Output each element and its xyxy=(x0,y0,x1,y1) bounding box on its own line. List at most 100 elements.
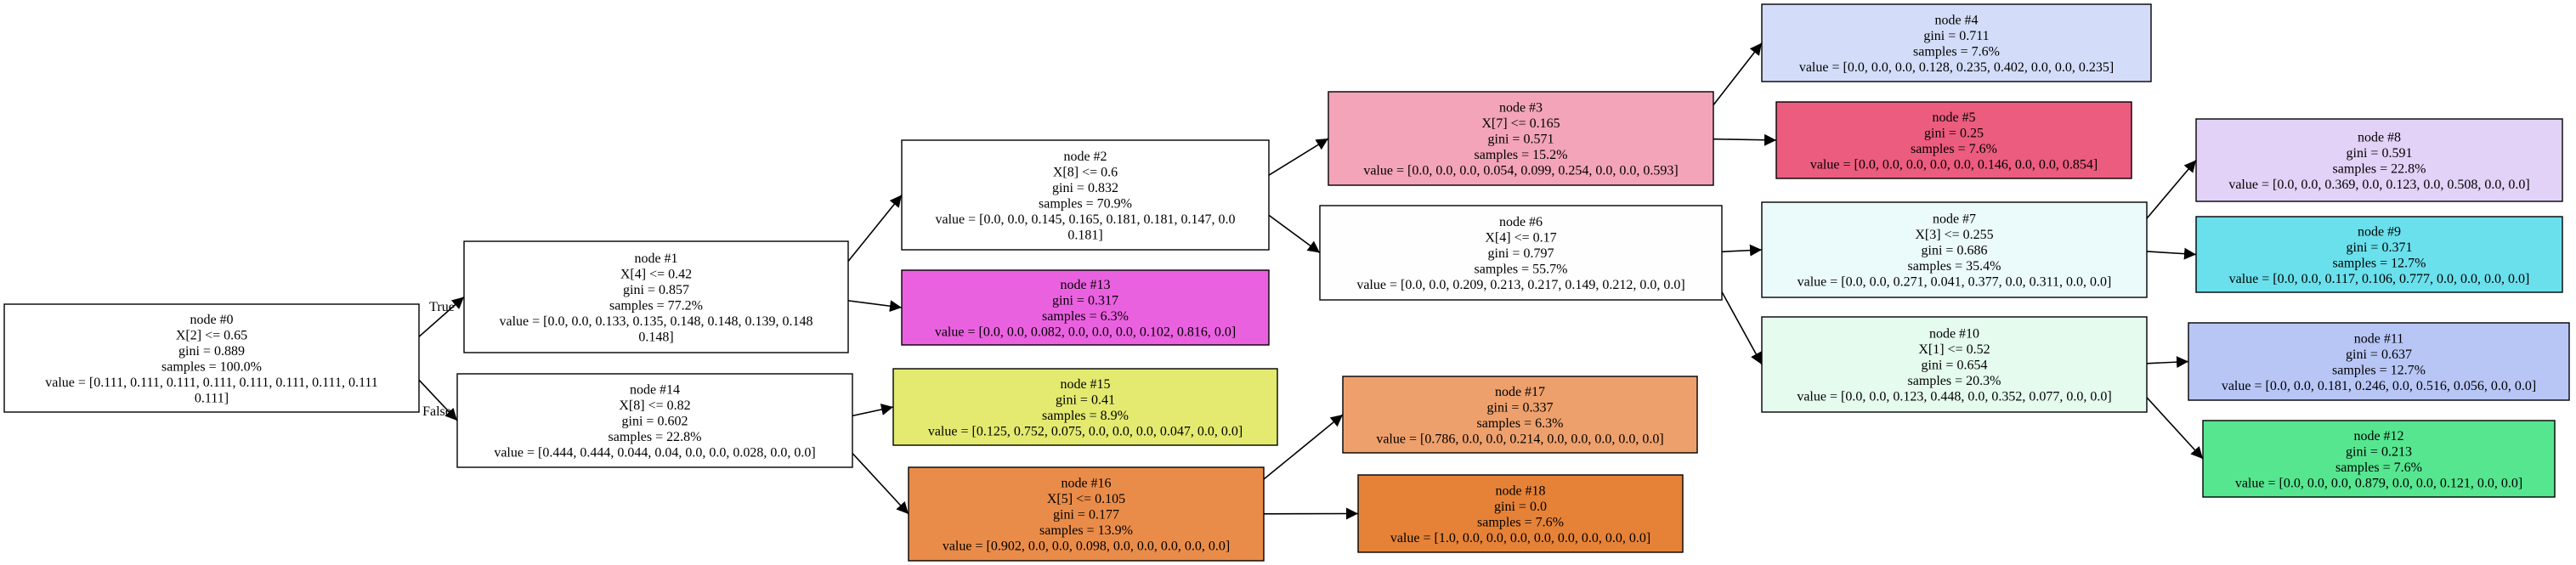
node-text-line: samples = 100.0% xyxy=(161,359,262,374)
node-text-line: samples = 70.9% xyxy=(1039,196,1132,211)
edge-6-10 xyxy=(1721,291,1763,365)
edge-2-6 xyxy=(1268,214,1321,254)
node-text-line: node #0 xyxy=(190,313,233,327)
node-text-line: gini = 0.371 xyxy=(2347,240,2413,255)
node-text-line: gini = 0.637 xyxy=(2346,347,2412,362)
edge-14-15 xyxy=(852,404,894,417)
node-text-line: gini = 0.0 xyxy=(1494,500,1547,514)
node-text-line: samples = 22.8% xyxy=(2333,161,2426,176)
node-text-line: value = [0.0, 0.0, 0.145, 0.165, 0.181, … xyxy=(936,212,1236,227)
node-text-line: X[5] <= 0.105 xyxy=(1047,492,1125,506)
edge-0-1 xyxy=(418,296,465,337)
node-box xyxy=(1328,91,1714,186)
edge-2-3 xyxy=(1268,138,1329,176)
node-text-line: node #5 xyxy=(1932,110,1975,125)
node-text-line: value = [0.0, 0.0, 0.0, 0.054, 0.099, 0.… xyxy=(1363,164,1678,178)
node-text-line: samples = 77.2% xyxy=(609,298,703,313)
node-text-line: node #15 xyxy=(1060,377,1110,392)
node-text-line: value = [1.0, 0.0, 0.0, 0.0, 0.0, 0.0, 0… xyxy=(1390,531,1650,545)
node-text-line: value = [0.125, 0.752, 0.075, 0.0, 0.0, … xyxy=(928,424,1243,438)
node-text-line: samples = 12.7% xyxy=(2332,363,2426,377)
node-text-line: value = [0.0, 0.0, 0.271, 0.041, 0.377, … xyxy=(1798,275,2112,290)
node-text-line: samples = 13.9% xyxy=(1039,523,1133,538)
node-box xyxy=(1761,3,2152,82)
node-box xyxy=(1357,474,1684,553)
node-text-line: X[4] <= 0.42 xyxy=(620,267,692,281)
node-box xyxy=(2195,118,2563,202)
node-text-line: node #9 xyxy=(2358,224,2401,239)
edge-16-17 xyxy=(1263,414,1344,480)
node-box xyxy=(1761,316,2148,413)
node-box xyxy=(901,139,1270,251)
node-text-line: X[8] <= 0.6 xyxy=(1053,165,1118,179)
node-box xyxy=(3,303,420,413)
edges-layer xyxy=(418,42,2204,520)
node-box xyxy=(892,368,1278,446)
node-text-line: samples = 22.8% xyxy=(609,430,702,444)
edge-10-11 xyxy=(2146,356,2189,369)
edge-0-14 xyxy=(418,379,458,421)
node-box xyxy=(2202,420,2556,498)
edge-6-7 xyxy=(1721,244,1763,257)
edge-10-12 xyxy=(2146,397,2204,460)
node-text-line: 0.181] xyxy=(1067,228,1102,242)
node-text-line: gini = 0.213 xyxy=(2346,444,2412,459)
node-text-line: node #4 xyxy=(1934,13,1978,27)
node-text-line: X[1] <= 0.52 xyxy=(1918,342,1990,357)
node-text-line: 0.148] xyxy=(638,330,673,344)
node-text-line: samples = 8.9% xyxy=(1042,409,1129,423)
node-text-line: node #1 xyxy=(634,251,677,266)
node-text-line: node #7 xyxy=(1933,212,1976,227)
node-box xyxy=(1342,376,1698,454)
node-text-line: node #3 xyxy=(1499,101,1543,116)
node-text-line: value = [0.0, 0.0, 0.0, 0.879, 0.0, 0.0,… xyxy=(2235,476,2522,490)
node-text-line: value = [0.444, 0.444, 0.044, 0.04, 0.0,… xyxy=(494,446,815,460)
node-text-line: value = [0.111, 0.111, 0.111, 0.111, 0.1… xyxy=(45,376,378,390)
node-text-line: value = [0.0, 0.0, 0.209, 0.213, 0.217, … xyxy=(1356,278,1684,292)
node-text-line: value = [0.0, 0.0, 0.082, 0.0, 0.0, 0.0,… xyxy=(935,325,1236,339)
node-box xyxy=(2188,322,2570,401)
branch-label-true: True xyxy=(429,300,455,314)
edge-7-9 xyxy=(2146,247,2197,260)
node-text-line: samples = 7.6% xyxy=(1477,515,1564,529)
node-text-line: gini = 0.797 xyxy=(1488,246,1554,261)
node-box xyxy=(1319,205,1723,301)
node-text-line: gini = 0.857 xyxy=(623,283,689,297)
node-text-line: value = [0.0, 0.0, 0.181, 0.246, 0.0, 0.… xyxy=(2222,379,2536,393)
node-text-line: samples = 7.6% xyxy=(1913,44,2000,59)
node-text-line: X[8] <= 0.82 xyxy=(619,398,690,413)
node-box xyxy=(2195,216,2563,293)
node-text-line: node #11 xyxy=(2354,331,2404,346)
node-text-line: X[7] <= 0.165 xyxy=(1481,116,1560,131)
node-text-line: node #6 xyxy=(1499,215,1543,229)
node-text-line: node #18 xyxy=(1495,483,1545,498)
edge-3-5 xyxy=(1713,133,1777,146)
node-text-line: samples = 6.3% xyxy=(1477,416,1564,431)
node-text-line: gini = 0.711 xyxy=(1923,29,1989,43)
node-box xyxy=(901,269,1270,346)
node-text-line: value = [0.786, 0.0, 0.0, 0.214, 0.0, 0.… xyxy=(1376,432,1663,446)
edge-3-4 xyxy=(1713,42,1763,106)
node-text-line: gini = 0.686 xyxy=(1922,244,1988,258)
node-text-line: node #8 xyxy=(2358,130,2401,144)
node-text-line: samples = 12.7% xyxy=(2333,256,2426,270)
node-box xyxy=(908,466,1265,562)
node-text-line: node #16 xyxy=(1061,477,1111,491)
node-text-line: gini = 0.41 xyxy=(1056,393,1115,407)
